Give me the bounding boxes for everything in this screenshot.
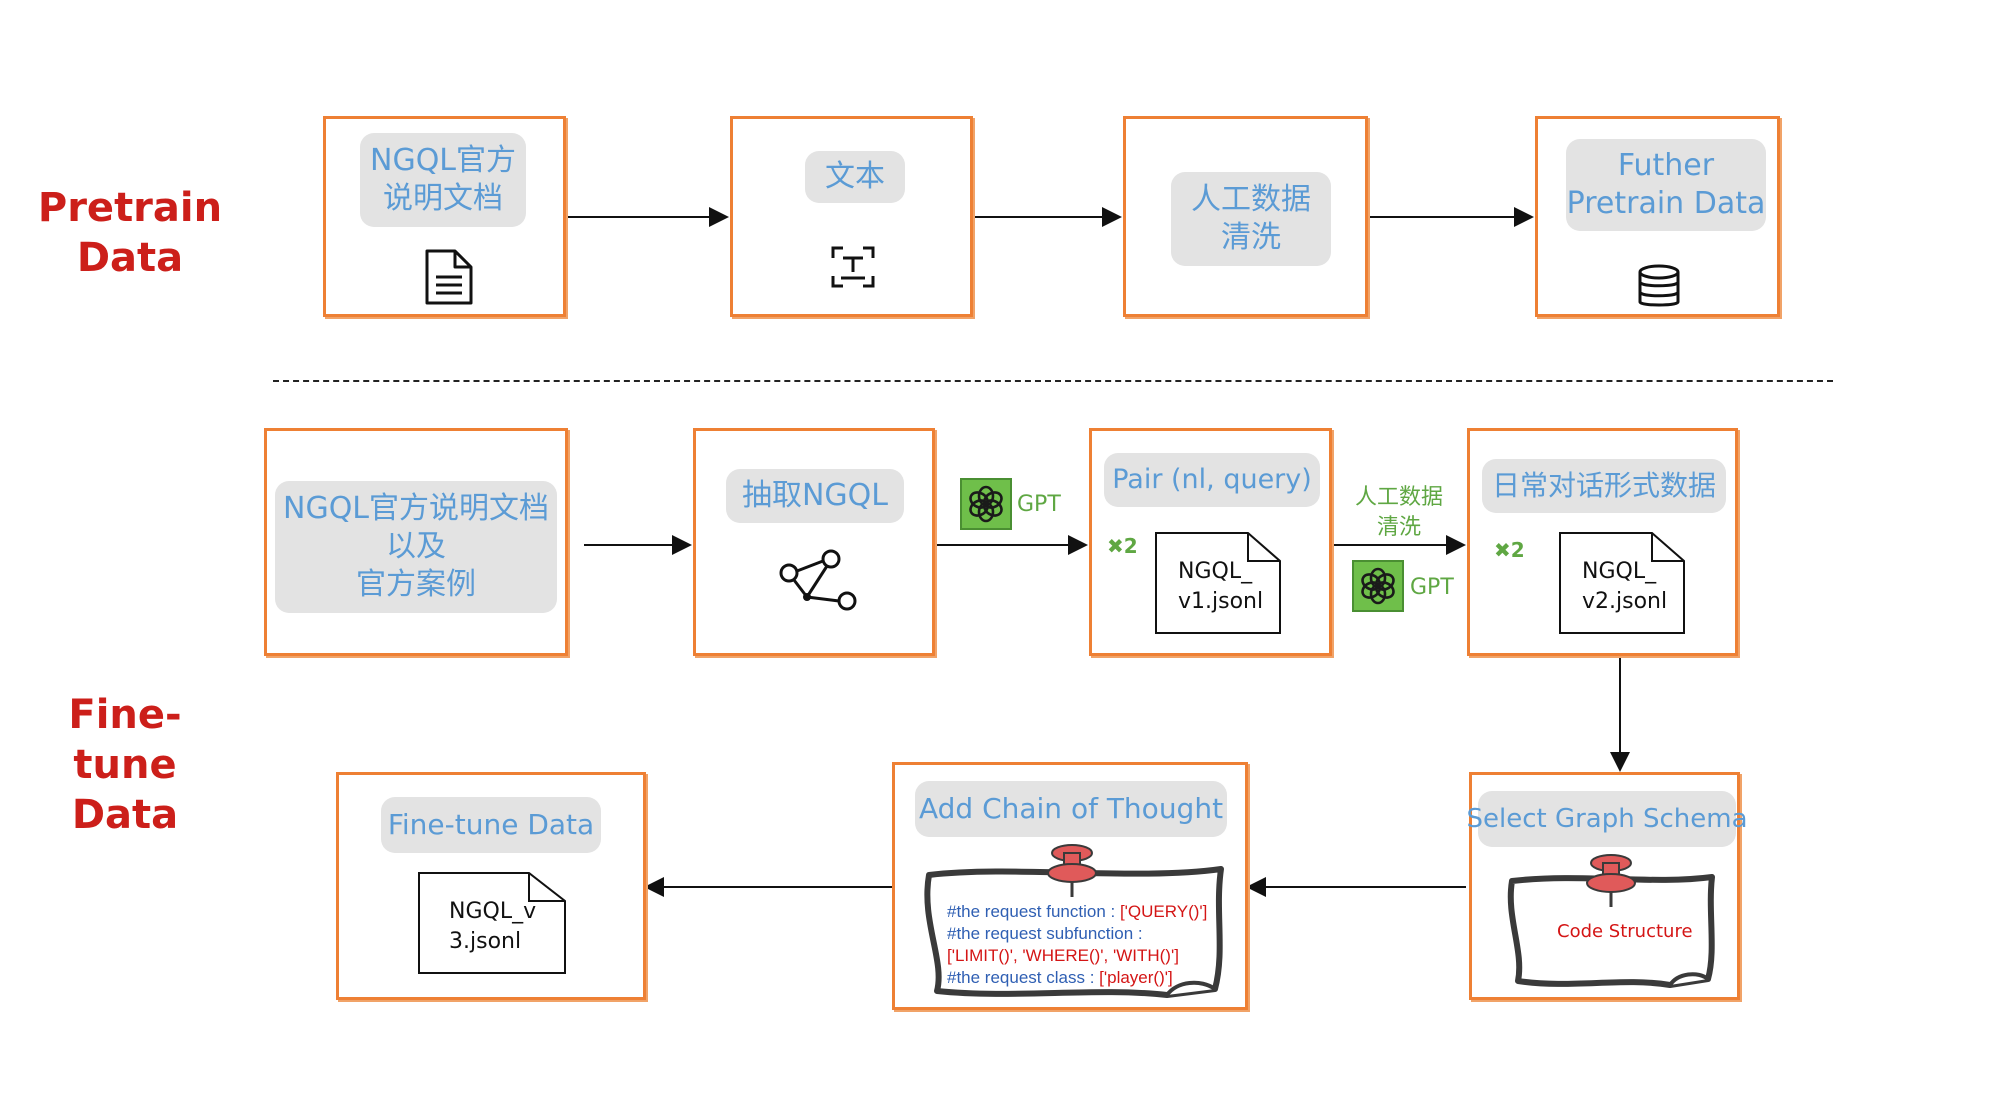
node-label: Fine-tune Data [381, 797, 601, 853]
text-scan-icon [831, 246, 875, 288]
gpt-label: GPT [1410, 575, 1454, 600]
document-icon [418, 872, 566, 974]
node-label: Pair (nl, query) [1104, 453, 1320, 507]
node-ft-cot: Add Chain of Thought #the request functi… [892, 762, 1248, 1010]
node-pretrain-docs: NGQL官方说明文档 [323, 116, 566, 317]
node-label: NGQL官方说明文档 [360, 133, 526, 227]
node-label: Select Graph Schema [1466, 791, 1748, 847]
node-ft-schema: Select Graph Schema Code Structure [1466, 772, 1748, 1000]
document-icon [1559, 532, 1685, 634]
code-line: #the request class : ['player()'] [947, 968, 1173, 987]
code-line: #the request subfunction : [947, 924, 1143, 943]
node-label: Add Chain of Thought [915, 781, 1227, 837]
document-icon [1155, 532, 1281, 634]
graph-nodes-icon [779, 549, 857, 611]
openai-logo-icon [960, 478, 1012, 530]
node-label: 人工数据清洗 [1171, 172, 1331, 266]
node-pretrain-text: 文本 [730, 116, 973, 317]
node-label: NGQL官方说明文档以及官方案例 [275, 481, 557, 613]
openai-logo-icon [1352, 560, 1404, 612]
document-icon [425, 249, 473, 305]
file-name: NGQL_v2.jsonl [1582, 559, 1668, 614]
multiplier-label: ✖2 [1494, 538, 1525, 562]
node-ft-pair: Pair (nl, query) ✖2 NGQL_v1.jsonl [1089, 428, 1332, 656]
code-label: Code Structure [1557, 921, 1693, 942]
pushpin-icon [1047, 844, 1097, 897]
gpt-label: GPT [1017, 492, 1061, 517]
multiplier-label: ✖2 [1107, 534, 1138, 558]
node-label: 日常对话形式数据 [1482, 459, 1726, 513]
node-ft-extract: 抽取NGQL [693, 428, 935, 656]
node-ft-source: NGQL官方说明文档以及官方案例 [264, 428, 568, 656]
node-pretrain-cleaning: 人工数据清洗 [1123, 116, 1368, 317]
pushpin-icon [1586, 854, 1636, 907]
code-line: #the request function : ['QUERY()'] [947, 902, 1208, 921]
node-label: 抽取NGQL [726, 469, 904, 523]
database-icon [1638, 264, 1680, 307]
section-divider [273, 380, 1833, 382]
node-label: 文本 [805, 151, 905, 203]
edge-label-cleaning: 人工数据清洗 [1354, 485, 1443, 540]
code-line: ['LIMIT()', 'WHERE()', 'WITH()'] [947, 946, 1179, 965]
file-name: NGQL_v1.jsonl [1178, 559, 1264, 614]
node-ft-dialogue: 日常对话形式数据 ✖2 NGQL_v2.jsonl [1467, 428, 1738, 656]
